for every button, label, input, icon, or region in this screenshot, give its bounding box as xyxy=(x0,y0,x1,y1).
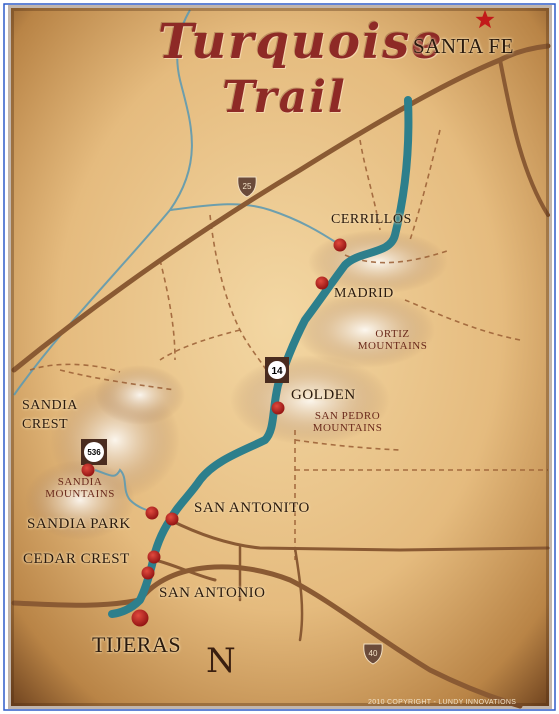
label-san-antonio: San Antonio xyxy=(159,585,266,601)
label-sandia-mountains: Sandia Mountains xyxy=(45,476,115,500)
label-santa-fe: Santa Fe xyxy=(413,34,514,58)
star-icon xyxy=(475,10,495,29)
highways xyxy=(11,43,551,709)
label-san-antonito: San Antonito xyxy=(194,500,310,516)
label-cedar-crest: Cedar Crest xyxy=(23,551,130,567)
town-marker-cerrillos xyxy=(333,238,347,252)
town-marker-cedar-crest-1 xyxy=(147,550,161,564)
interstate-25-shield: 25 xyxy=(237,176,257,198)
state-route-536-shield: 536 xyxy=(81,439,107,465)
label-madrid: Madrid xyxy=(334,286,394,301)
map-title-line1: Turquoise xyxy=(158,14,444,70)
map-border xyxy=(3,3,556,711)
town-marker-golden xyxy=(271,401,285,415)
svg-text:536: 536 xyxy=(87,448,101,457)
label-sandia-park: Sandia Park xyxy=(27,516,131,532)
label-cerrillos: Cerrillos xyxy=(331,212,412,227)
town-marker-san-antonito xyxy=(165,512,179,526)
label-golden: Golden xyxy=(291,387,356,403)
town-marker-madrid xyxy=(315,276,329,290)
town-marker-cedar-crest-2 xyxy=(141,566,155,580)
label-tijeras: Tijeras xyxy=(92,632,182,657)
compass-north-icon: N xyxy=(206,641,236,681)
county-roads xyxy=(29,129,548,560)
map-title-line2: Trail xyxy=(222,72,347,123)
svg-text:25: 25 xyxy=(243,182,252,191)
svg-text:40: 40 xyxy=(369,649,378,658)
label-ortiz-mountains: Ortiz Mountains xyxy=(357,328,428,352)
town-markers xyxy=(81,238,347,627)
town-marker-tijeras xyxy=(131,609,149,627)
interstate-40-shield: 40 xyxy=(363,643,383,665)
label-san-pedro-mountains: San Pedro Mountains xyxy=(312,410,383,434)
town-marker-sandia-crest xyxy=(81,463,95,477)
state-route-14-shield: 14 xyxy=(265,357,289,383)
town-marker-sandia-park xyxy=(145,506,159,520)
copyright-notice: 2010 COPYRIGHT - LUNDY INNOVATIONS xyxy=(368,699,517,706)
label-sandia-crest: Sandia Crest xyxy=(22,398,78,432)
svg-text:14: 14 xyxy=(271,366,283,377)
